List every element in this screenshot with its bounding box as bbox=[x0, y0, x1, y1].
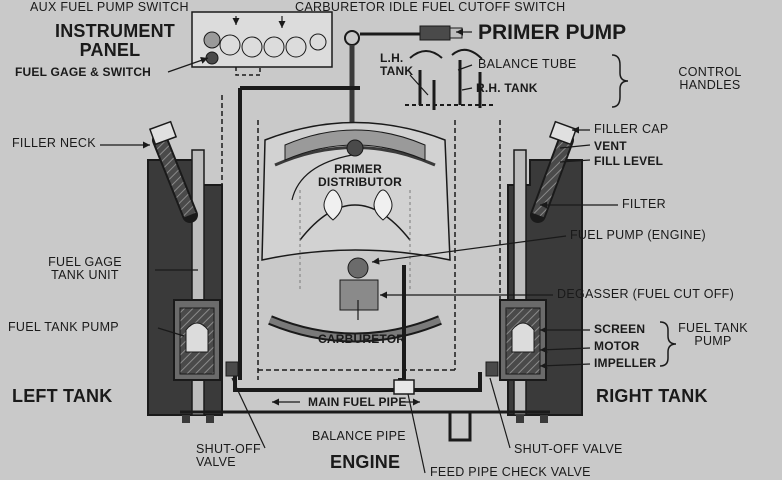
filler-neck-label: FILLER NECK bbox=[12, 136, 96, 150]
leader-lines bbox=[100, 16, 618, 474]
impeller-label: IMPELLER bbox=[594, 356, 657, 370]
engine-label: ENGINE bbox=[330, 452, 401, 472]
screen-label: SCREEN bbox=[594, 322, 646, 336]
instrument-panel-label: INSTRUMENT PANEL bbox=[55, 21, 175, 60]
left-tank-label: LEFT TANK bbox=[12, 386, 113, 406]
braces bbox=[611, 54, 677, 367]
filler-neck-left bbox=[148, 120, 198, 223]
balance-tube-label: BALANCE TUBE bbox=[478, 57, 577, 71]
filler-cap-label: FILLER CAP bbox=[594, 122, 669, 136]
left-tank bbox=[147, 149, 223, 423]
carburetor-label: CARBURETOR bbox=[318, 332, 406, 346]
fuel-tank-pump-right-label: FUEL TANK PUMP bbox=[678, 321, 748, 349]
fill-level-label: FILL LEVEL bbox=[594, 154, 664, 168]
shut-off-valve-left-label: SHUT-OFF VALVE bbox=[196, 442, 261, 470]
lh-tank-label: L.H. TANK bbox=[380, 51, 414, 78]
control-handles bbox=[405, 48, 495, 110]
engine bbox=[261, 121, 451, 343]
shut-off-valve-right bbox=[485, 361, 499, 377]
aux-fuel-pump-switch-label: AUX FUEL PUMP SWITCH bbox=[30, 0, 189, 14]
fuel-gage-switch-label: FUEL GAGE & SWITCH bbox=[15, 65, 152, 79]
main-fuel-pipe-label: MAIN FUEL PIPE bbox=[308, 395, 407, 409]
control-handles-label: CONTROL HANDLES bbox=[678, 65, 742, 93]
degasser-label: DEGASSER (FUEL CUT OFF) bbox=[557, 287, 735, 301]
motor-label: MOTOR bbox=[594, 339, 640, 353]
carburetor-idle-fuel-cutoff-switch-label: CARBURETOR IDLE FUEL CUTOFF SWITCH bbox=[295, 0, 566, 14]
fuel-pump-engine-label: FUEL PUMP (ENGINE) bbox=[570, 228, 706, 242]
shut-off-valve-left bbox=[225, 361, 239, 377]
rh-tank-label: R.H. TANK bbox=[476, 81, 538, 95]
feed-pipe-check-valve bbox=[393, 379, 415, 395]
primer-distributor-label: PRIMER DISTRIBUTOR bbox=[318, 162, 402, 189]
instrument-panel bbox=[191, 11, 333, 76]
right-tank-label: RIGHT TANK bbox=[596, 386, 708, 406]
primer-pump-label: PRIMER PUMP bbox=[478, 21, 627, 44]
vent-label: VENT bbox=[594, 139, 627, 153]
filter-label: FILTER bbox=[622, 197, 666, 211]
shut-off-valve-right-label: SHUT-OFF VALVE bbox=[514, 442, 623, 456]
balance-pipe-label: BALANCE PIPE bbox=[312, 429, 406, 443]
right-tank bbox=[499, 149, 583, 423]
fuel-gage-tank-unit-label: FUEL GAGE TANK UNIT bbox=[48, 255, 122, 283]
feed-pipe-check-valve-label: FEED PIPE CHECK VALVE bbox=[430, 465, 591, 479]
fuel-tank-pump-left-label: FUEL TANK PUMP bbox=[8, 320, 119, 334]
